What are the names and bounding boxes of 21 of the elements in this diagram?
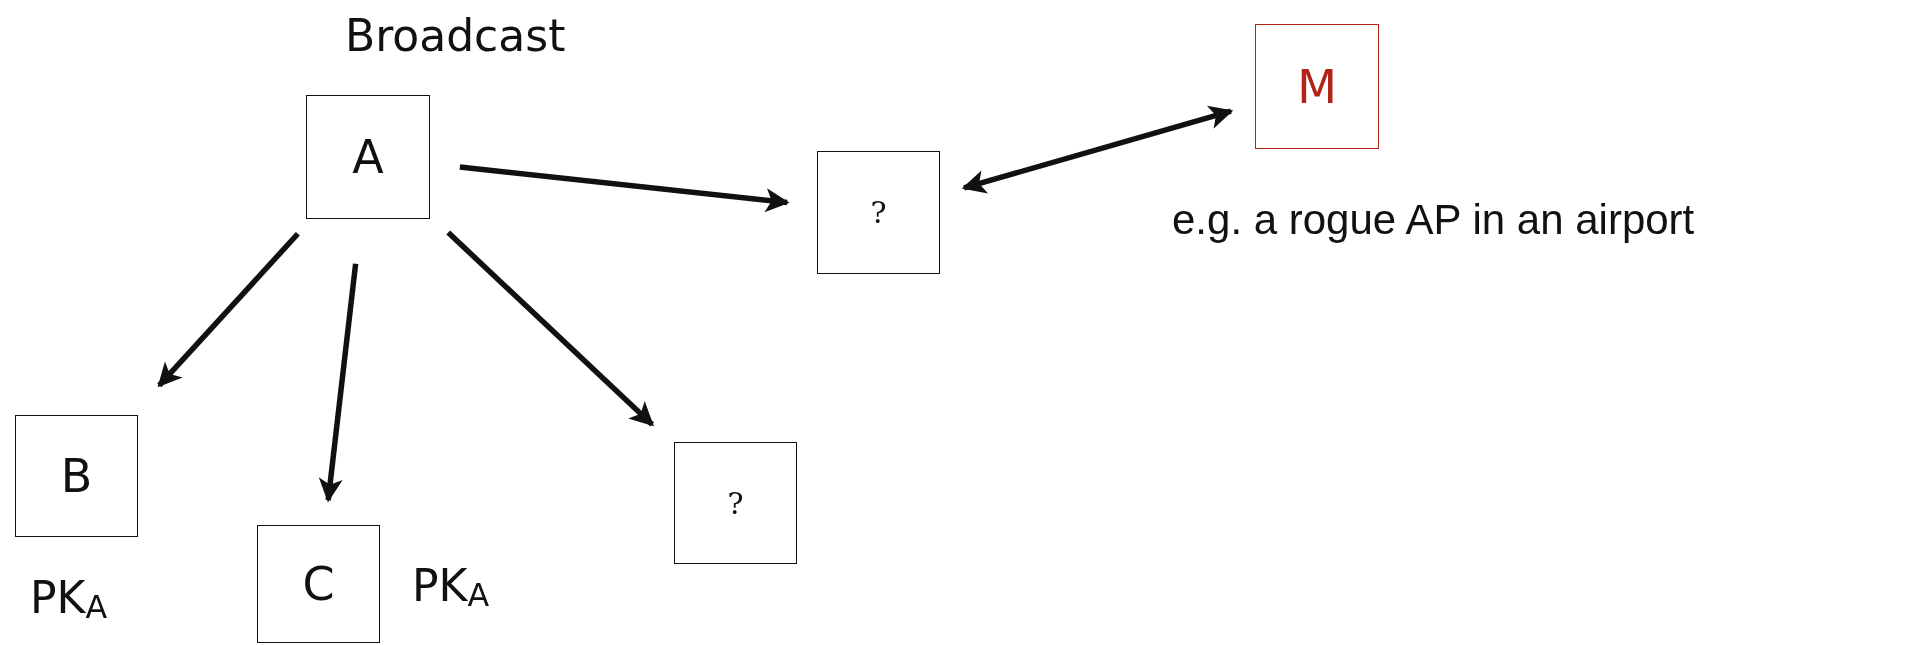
node-label: ? (870, 195, 887, 230)
node-caption: Broadcast (345, 10, 566, 61)
node-label: A (352, 130, 384, 184)
note-text: e.g. a rogue AP in an airport (1172, 196, 1695, 244)
node-box (1255, 24, 1379, 149)
node-label: M (1297, 59, 1337, 114)
node-label: B (60, 449, 93, 503)
node-box (817, 151, 940, 274)
arrow (459, 164, 790, 213)
node-box (15, 415, 138, 537)
node-caption: PK$_{A}$ (412, 560, 490, 613)
double-arrow (961, 105, 1234, 194)
node-label: ? (727, 485, 744, 521)
node-box (257, 525, 380, 643)
arrow (318, 263, 359, 503)
node-box (306, 95, 430, 219)
node-caption: PK$_{A}$ (30, 572, 108, 625)
node-label: C (302, 557, 335, 611)
arrow (157, 231, 300, 388)
arrow (446, 230, 655, 427)
node-box (674, 442, 797, 564)
